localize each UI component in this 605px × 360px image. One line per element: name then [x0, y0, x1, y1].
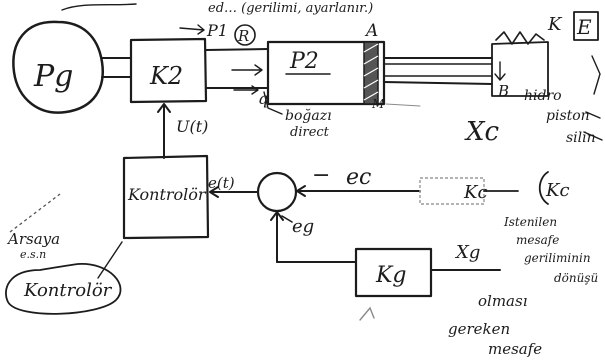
kontrolor-oval-label: Kontrolör: [23, 280, 113, 301]
pg-label: Pg: [33, 59, 73, 94]
right-note-line-3: geriliminin: [524, 251, 591, 265]
right-note-line-2: mesafe: [516, 233, 559, 247]
arsaya-label: Arsaya: [6, 230, 60, 248]
xg-label: Xg: [454, 242, 480, 263]
kc-right-label: Kc: [545, 180, 570, 201]
piston-label: piston: [546, 108, 590, 124]
b-label: B: [497, 82, 509, 100]
hidro-label: hidro: [524, 88, 562, 104]
kc-label: Kc: [463, 182, 488, 203]
silindir-label: silin: [566, 130, 596, 146]
olmasi-line-3: mesafe: [488, 340, 542, 358]
top-left-scribble: [62, 4, 136, 10]
right-note-line-1: Istenilen: [503, 215, 557, 229]
top-scribble: ed… (gerilimi, ayarlanır.): [208, 1, 373, 16]
kg-label: Kg: [375, 263, 407, 288]
ekstra-label: e.s.n: [20, 248, 46, 261]
m-mark: M: [371, 97, 385, 111]
ec-label: ec: [346, 165, 371, 190]
e-top-label: E: [576, 15, 592, 39]
k2-label: K2: [149, 62, 183, 90]
p1-label: P1: [206, 21, 228, 40]
k2-to-p2-line-top: [206, 49, 268, 50]
m-squiggle: [386, 104, 420, 106]
dashed-pointer: [10, 194, 60, 232]
r-label: R: [237, 27, 249, 45]
right-note-line-4: dönüşü: [554, 271, 598, 285]
direct-label: direct: [290, 125, 330, 140]
olmasi-line-2: gereken: [448, 320, 510, 338]
u-arrow: [158, 104, 170, 158]
xc-label: Xc: [464, 117, 500, 147]
controller-box-label: Kontrolör: [127, 185, 207, 204]
right-edge-scribble: [584, 56, 602, 140]
eg-marker: [282, 216, 292, 222]
b-arrow: [495, 62, 505, 80]
e-t-label: e(t): [208, 174, 235, 192]
k-top-label: K: [547, 14, 563, 35]
p1-arrow: [180, 25, 204, 34]
bogaz-label: boğazı: [285, 108, 332, 124]
flow-arrow: [232, 65, 262, 75]
u-label: U(t): [176, 117, 208, 136]
kg-pointer: [360, 308, 374, 320]
a-label: A: [364, 21, 378, 41]
rod-double-line: [384, 64, 492, 76]
piston-rod-bottom: [384, 82, 492, 84]
eg-arrow: [271, 212, 283, 262]
p2-label: P2: [289, 49, 319, 74]
minus-sign: −: [312, 163, 330, 188]
summing-junction: [258, 173, 296, 211]
olmasi-line-1: olması: [478, 292, 528, 310]
eg-label: eg: [292, 216, 314, 237]
